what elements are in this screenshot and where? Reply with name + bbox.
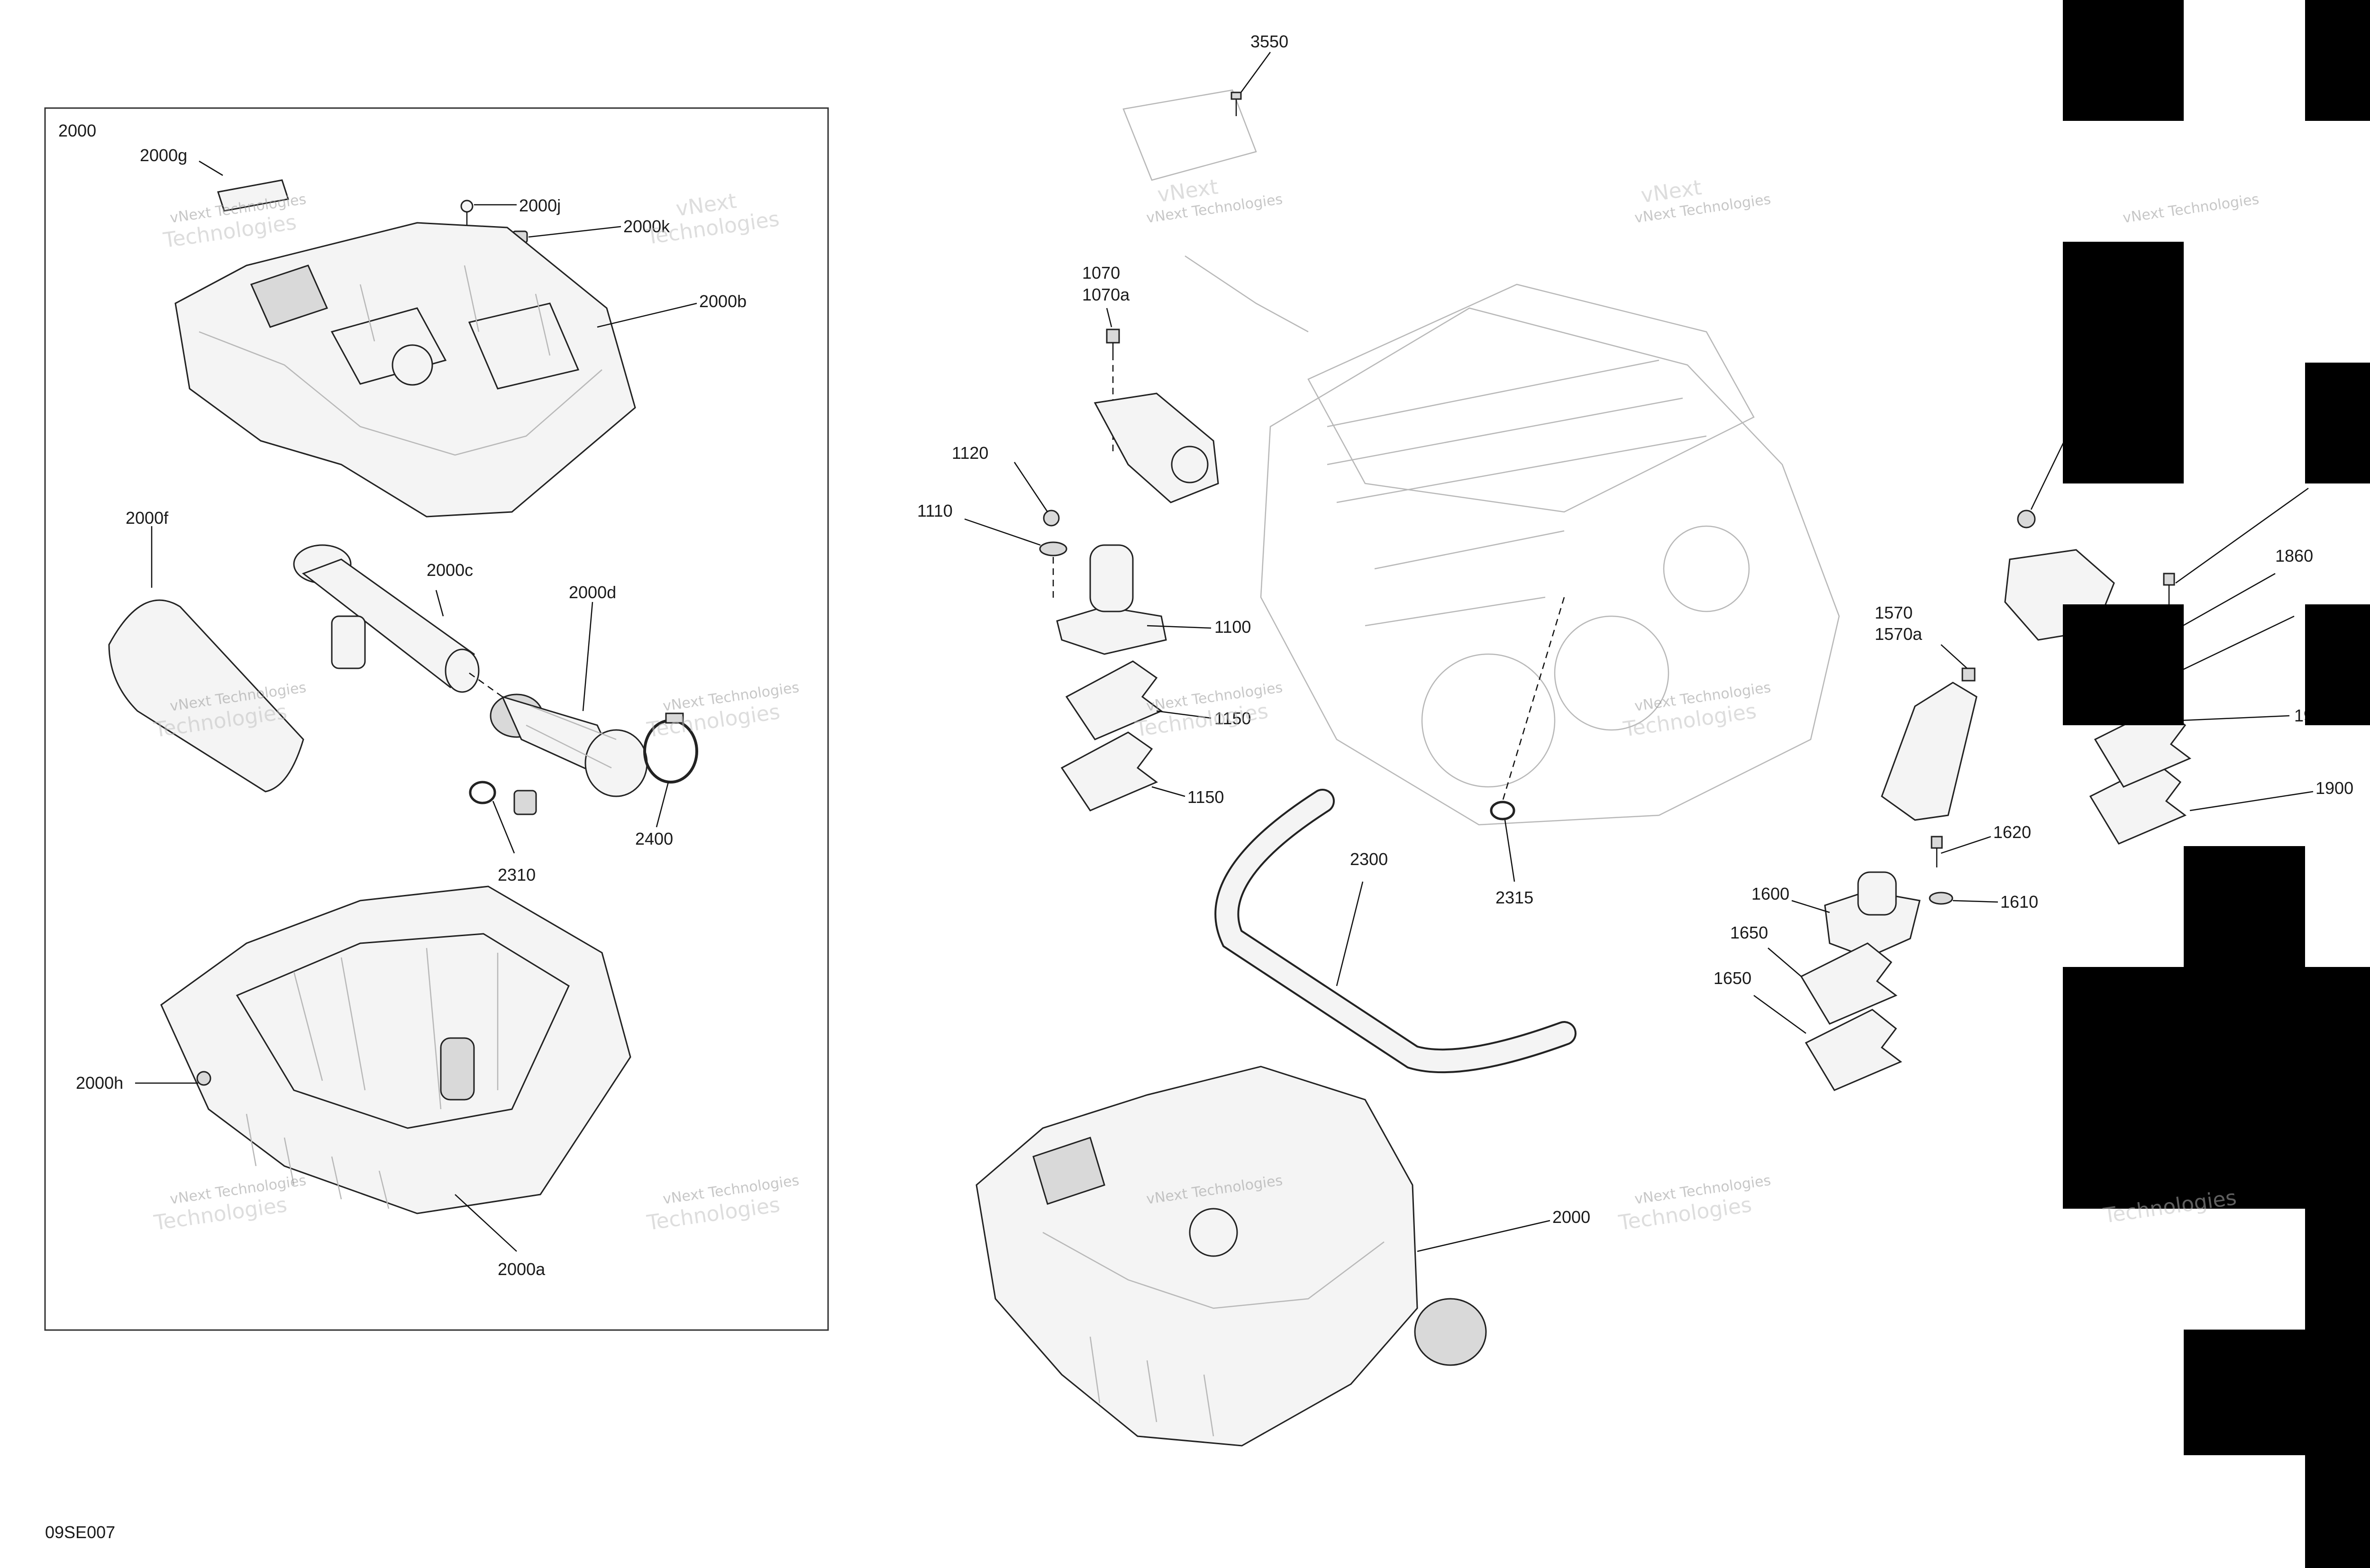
part-bracket — [1094, 392, 1219, 503]
callout-1570: 1570 — [1875, 603, 1913, 622]
callout-1150-lower: 1150 — [1187, 787, 1224, 807]
callout-2400: 2400 — [635, 829, 673, 848]
part-1900-shim — [2089, 705, 2191, 845]
part-2000b-airbox-cover — [174, 222, 636, 518]
callout-1570a: 1570a — [1875, 624, 1923, 644]
part-1600-mount — [1824, 871, 1921, 958]
callout-1070a: 1070a — [1082, 285, 1130, 304]
part-1100-engine-mount — [1056, 544, 1167, 655]
part-2315-clamp — [1490, 801, 1515, 820]
svg-text:vNext Technologies: vNext Technologies — [2122, 191, 2260, 227]
part-1150-shim-upper — [1065, 660, 1163, 740]
callout-1650-upper: 1650 — [1730, 923, 1768, 942]
part-1110-washer — [1039, 541, 1067, 556]
callout-1150-upper: 1150 — [1214, 709, 1251, 728]
callout-1600: 1600 — [1751, 884, 1789, 903]
callout-1120: 1120 — [952, 443, 988, 463]
part-1150-shim-lower — [1060, 731, 1158, 811]
callout-1610: 1610 — [2000, 892, 2038, 912]
part-2300-hose — [1214, 789, 1577, 1074]
callout-3550: 3550 — [1250, 32, 1288, 51]
callout-2000h: 2000h — [76, 1073, 123, 1093]
callout-1070: 1070 — [1082, 263, 1120, 283]
callout-1860: 1860 — [2275, 546, 2313, 565]
part-1620-bolt — [1931, 836, 1943, 867]
part-2000c-tube — [293, 544, 480, 693]
part-2000j — [460, 200, 474, 228]
part-2000-airbox-assembly — [975, 1066, 1487, 1447]
callout-2000f: 2000f — [126, 508, 169, 528]
part-2000h-clip — [196, 1071, 211, 1086]
part-1570-bracket — [1881, 667, 1978, 821]
redaction-blocks — [2063, 0, 2370, 1568]
part-1070-bolt — [1106, 328, 1120, 360]
callout-2000d: 2000d — [569, 583, 616, 602]
part-2310-clamp — [469, 781, 537, 815]
callout-2315: 2315 — [1495, 888, 1533, 907]
callout-1110: 1110 — [917, 501, 953, 520]
callout-2000j: 2000j — [519, 196, 561, 215]
part-2000f-sleeve — [108, 599, 304, 793]
callout-1900: 1900 — [2315, 778, 2353, 798]
part-1650-shim-upper — [1800, 942, 1897, 1025]
callout-2000: 2000 — [1552, 1207, 1590, 1227]
part-1610-washer — [1929, 892, 1953, 905]
part-1120-nut — [1043, 510, 1060, 527]
callout-2000b: 2000b — [699, 292, 747, 311]
inset-title: 2000 — [58, 121, 96, 140]
callout-2300: 2300 — [1350, 849, 1388, 869]
part-2000a-airbox-lower — [160, 885, 631, 1214]
sheet-code: 09SE007 — [45, 1522, 115, 1542]
callout-2000k: 2000k — [623, 217, 670, 236]
callout-2000c: 2000c — [427, 560, 473, 580]
inset-frame — [44, 107, 829, 1331]
part-2000g — [217, 179, 289, 212]
callout-2000g: 2000g — [140, 146, 187, 165]
callout-1650-lower: 1650 — [1714, 968, 1751, 988]
callout-2310: 2310 — [498, 865, 536, 884]
engine-ghost — [1122, 89, 1840, 826]
part-1650-shim-lower — [1805, 1009, 1902, 1091]
callout-1620: 1620 — [1993, 822, 2031, 842]
part-2000d-adapter — [490, 693, 648, 797]
part-3550-screw — [1231, 91, 1242, 116]
part-2400-clamp — [643, 712, 698, 784]
callout-2000a: 2000a — [498, 1259, 546, 1279]
callout-1100: 1100 — [1214, 617, 1251, 637]
